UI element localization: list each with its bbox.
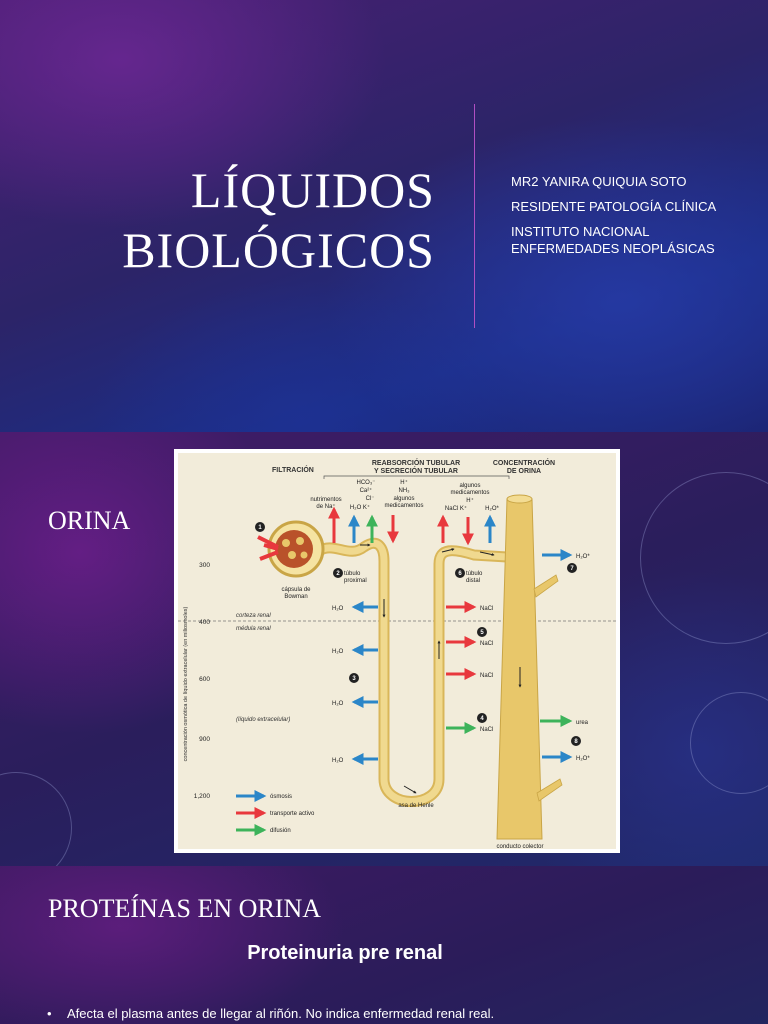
label-capsula-1: cápsula de xyxy=(281,587,311,593)
label-asa-henle: asa de Henle xyxy=(398,803,434,809)
header-concentracion-1: CONCENTRACIÓN xyxy=(493,458,555,467)
tick-300: 300 xyxy=(199,562,210,569)
bullet-text: Afecta el plasma antes de llegar al riñó… xyxy=(67,1006,495,1021)
label-distal-h2o-star: H₂O* xyxy=(485,506,499,512)
label-medula: médula renal xyxy=(236,626,271,632)
step-2: 2 xyxy=(336,571,340,577)
label-tubulo-proximal-2: proximal xyxy=(344,578,367,584)
label-hco3: HCO₃⁻ xyxy=(357,480,376,486)
presenter-role: RESIDENTE PATOLOGÍA CLÍNICA xyxy=(511,199,717,214)
title-divider xyxy=(474,104,475,328)
label-nutrimentos-1: nutrimentos xyxy=(310,497,341,503)
decorative-ring xyxy=(690,692,768,794)
presentation-title: LÍQUIDOS BIOLÓGICOS xyxy=(122,160,435,280)
title-line-1: LÍQUIDOS xyxy=(190,162,435,218)
label-cl: Cl⁻ xyxy=(366,496,375,502)
tick-600: 600 xyxy=(199,676,210,683)
label-liquido: (líquido extracelular) xyxy=(236,717,290,723)
bullet-item: • Afecta el plasma antes de llegar al riñ… xyxy=(47,1006,494,1021)
step-3: 3 xyxy=(352,676,356,682)
title-line-2: BIOLÓGICOS xyxy=(122,222,435,278)
section-title-proteinas: PROTEÍNAS EN ORINA xyxy=(48,894,321,923)
nephron-diagram: FILTRACIÓN REABSORCIÓN TUBULAR Y SECRECI… xyxy=(174,449,620,853)
label-tubulo-distal-2: distal xyxy=(466,578,480,584)
label-h-plus: H⁺ xyxy=(400,479,408,486)
label-h2o-star: H₂O* xyxy=(576,554,590,560)
label-urea: urea xyxy=(576,720,589,726)
label-distal-nacl-k: NaCl K⁺ xyxy=(445,505,467,512)
label-nh3: NH₃ xyxy=(398,488,410,494)
label-conducto-colector: conducto colector xyxy=(496,844,543,850)
presenter-institution: INSTITUTO NACIONAL ENFERMEDADES NEOPLÁSI… xyxy=(511,224,715,256)
diagram-panel xyxy=(178,453,616,849)
label-corteza: corteza renal xyxy=(236,613,271,619)
step-7: 7 xyxy=(570,566,574,572)
label-h2o: H₂O xyxy=(332,758,344,764)
label-ca: Ca²⁺ xyxy=(360,487,373,494)
label-tubulo-distal-1: túbulo xyxy=(466,571,483,577)
label-h2o: H₂O xyxy=(332,606,344,612)
label-h2o: H₂O xyxy=(332,701,344,707)
label-algunos-2: medicamentos xyxy=(384,503,423,509)
header-filtracion: FILTRACIÓN xyxy=(272,465,314,474)
label-algunos-r2: medicamentos xyxy=(450,490,489,496)
tick-400: 400 xyxy=(199,619,210,626)
legend-difusion: difusión xyxy=(270,828,291,834)
title-slide: LÍQUIDOS BIOLÓGICOS MR2 YANIRA QUIQUIA S… xyxy=(0,0,768,432)
label-tubulo-proximal-1: túbulo xyxy=(344,571,361,577)
tick-900: 900 xyxy=(199,736,210,743)
step-6: 6 xyxy=(458,571,462,577)
decorative-ring xyxy=(640,472,768,644)
label-distal-h: H⁺ xyxy=(466,497,474,504)
label-h2o-star: H₂O* xyxy=(576,756,590,762)
tick-1200: 1,200 xyxy=(194,793,211,800)
label-capsula-2: Bowman xyxy=(284,594,307,600)
header-bracket xyxy=(323,475,510,479)
label-algunos-r1: algunos xyxy=(459,483,480,489)
header-concentracion-2: DE ORINA xyxy=(507,468,541,475)
step-4: 4 xyxy=(480,716,484,722)
section-title-orina: ORINA xyxy=(48,506,131,535)
presenter-name: MR2 YANIRA QUIQUIA SOTO xyxy=(511,174,687,189)
step-5: 5 xyxy=(480,630,484,636)
legend-transporte-activo: transporte activo xyxy=(270,811,315,817)
protein-slide xyxy=(0,866,768,1024)
header-reabsorcion-1: REABSORCIÓN TUBULAR xyxy=(372,458,460,467)
label-h2o-k: H₂O K⁺ xyxy=(350,504,370,511)
label-nutrimentos-2: de Na⁺ xyxy=(316,503,335,510)
label-h2o: H₂O xyxy=(332,649,344,655)
y-axis-label: concentración osmótica de líquido extrac… xyxy=(183,606,189,761)
bullet-dot: • xyxy=(47,1006,52,1021)
label-nacl: NaCl xyxy=(480,673,493,679)
subheading-proteinuria: Proteinuria pre renal xyxy=(247,942,443,964)
step-8: 8 xyxy=(574,739,578,745)
label-nacl: NaCl xyxy=(480,641,493,647)
legend-osmosis: ósmosis xyxy=(270,794,292,800)
label-nacl: NaCl xyxy=(480,606,493,612)
decorative-ring xyxy=(0,772,72,866)
step-1: 1 xyxy=(258,525,262,531)
label-algunos-1: algunos xyxy=(393,496,414,502)
label-nacl: NaCl xyxy=(480,727,493,733)
header-reabsorcion-2: Y SECRECIÓN TUBULAR xyxy=(374,466,458,475)
presenter-info: MR2 YANIRA QUIQUIA SOTO RESIDENTE PATOLO… xyxy=(511,173,731,265)
